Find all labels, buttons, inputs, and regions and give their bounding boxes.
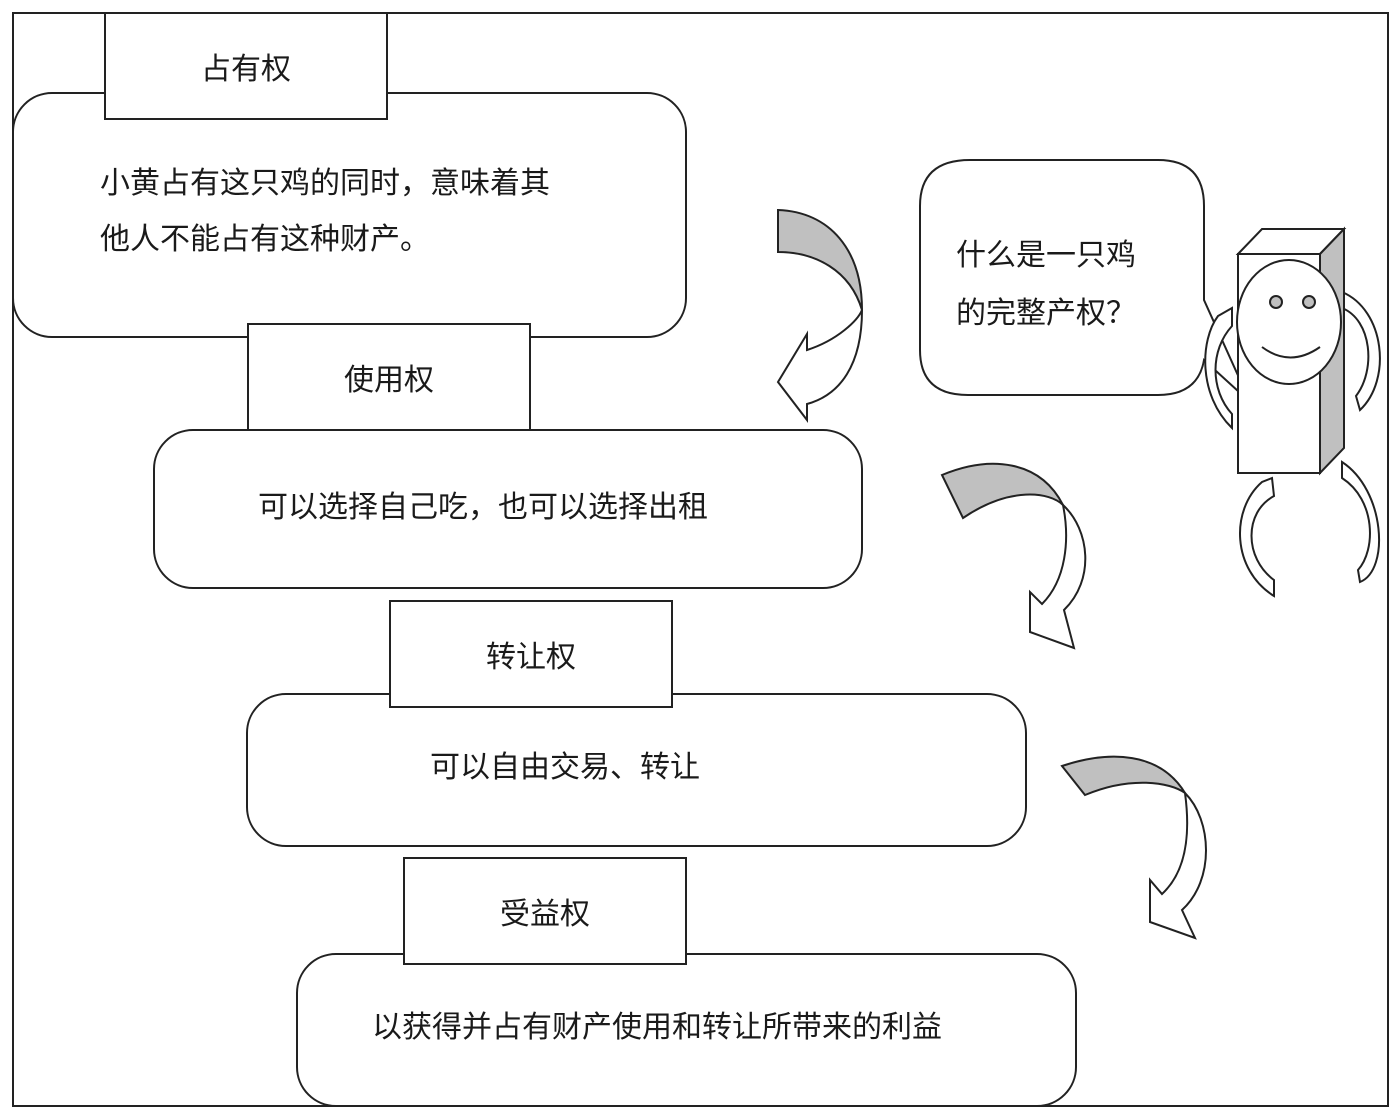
right-title-benefit: 受益权 — [403, 857, 687, 965]
right-title-use: 使用权 — [247, 323, 531, 431]
speech-bubble — [919, 159, 1251, 403]
right-description-possession-line-2: 他人不能占有这种财产。 — [100, 222, 430, 257]
curved-arrow-icon-1 — [776, 208, 863, 423]
speech-line-1: 什么是一只鸡 — [956, 238, 1136, 273]
right-description-benefit: 以获得并占有财产使用和转让所带来的利益 — [372, 1010, 942, 1045]
right-title-text: 转让权 — [486, 640, 576, 675]
right-title-text: 使用权 — [344, 363, 434, 398]
right-title-text: 受益权 — [500, 897, 590, 932]
right-card-possession — [12, 92, 687, 338]
right-card-use — [153, 429, 863, 589]
right-description-possession-line-1: 小黄占有这只鸡的同时，意味着其 — [100, 166, 550, 201]
right-description-use: 可以选择自己吃，也可以选择出租 — [258, 490, 708, 525]
cartoon-character-icon — [1204, 226, 1381, 598]
right-card-transfer — [246, 693, 1027, 847]
curved-arrow-icon-3 — [1060, 755, 1207, 940]
speech-line-2: 的完整产权？ — [956, 296, 1136, 331]
right-title-possession: 占有权 — [104, 12, 388, 120]
right-title-transfer: 转让权 — [389, 600, 673, 708]
right-title-text: 占有权 — [201, 52, 291, 87]
right-description-transfer: 可以自由交易、转让 — [430, 750, 700, 785]
curved-arrow-icon-2 — [940, 462, 1087, 650]
